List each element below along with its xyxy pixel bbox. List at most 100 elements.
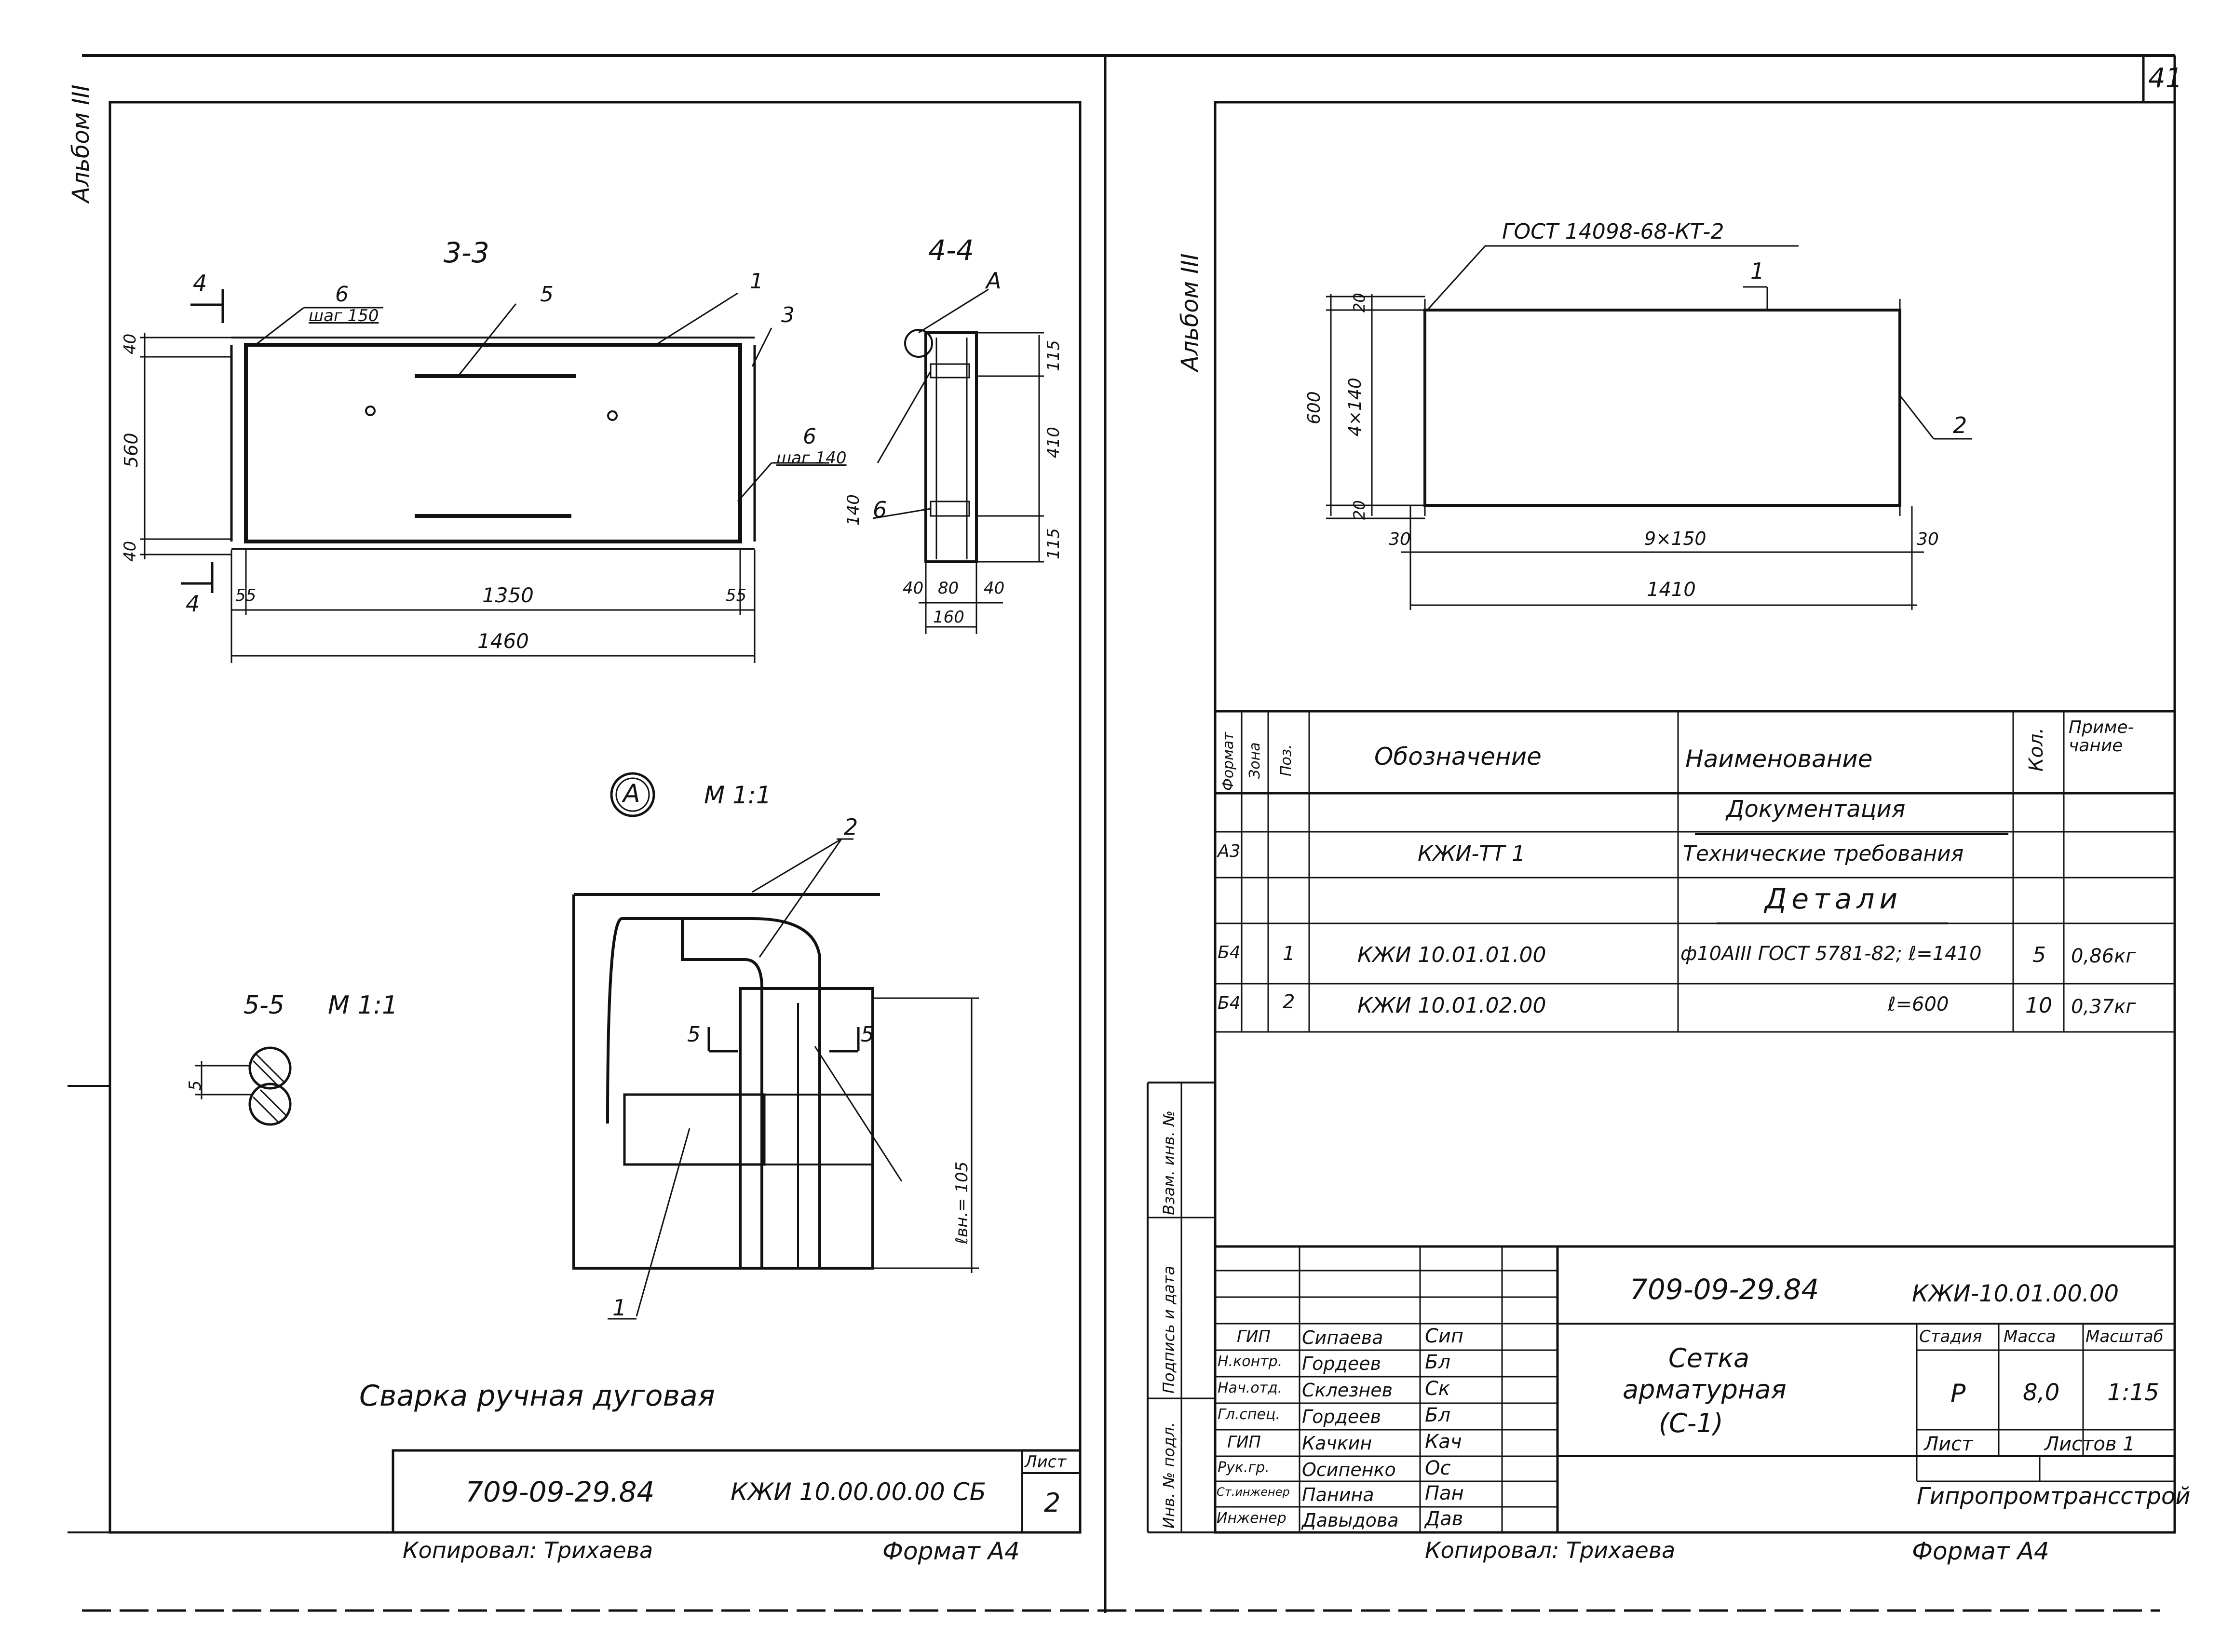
detail-a-pos-1: 1 [612, 1295, 627, 1321]
spec-row-tt-name: Технические требования [1683, 841, 1964, 866]
section-4-4-title: 4-4 [928, 234, 974, 267]
drawing-title-line-3: (С-1) [1659, 1408, 1723, 1438]
cut-mark-4-top: 4 [193, 270, 207, 296]
stage-header: Стадия [1919, 1327, 1982, 1346]
pos-1-label: 1 [750, 269, 763, 294]
spec-header-note: Приме-чание [2069, 718, 2134, 756]
person-sig-6: Пан [1425, 1482, 1464, 1504]
person-name-3: Гордеев [1302, 1406, 1381, 1427]
detail-a-cut-5-right: 5 [861, 1022, 874, 1047]
pos-6-label-b: 6 [803, 424, 816, 449]
dim-115-top: 115 [1044, 340, 1063, 371]
dim-410: 410 [1044, 427, 1063, 458]
dim-1460: 1460 [477, 629, 529, 653]
pitch-140-label: шаг 140 [776, 448, 847, 468]
grid-dim-30-right: 30 [1917, 529, 1939, 549]
left-sheet-label: Лист [1025, 1452, 1067, 1472]
spec-row-1-pos: 1 [1283, 943, 1295, 965]
side-label-signature-date: Подпись и дата [1160, 1265, 1178, 1394]
side-label-replaced-inv: Взам. инв. № [1160, 1110, 1178, 1215]
drawing-title-line-2: арматурная [1623, 1374, 1787, 1405]
grid-dim-4x140: 4×140 [1345, 378, 1365, 436]
right-stamp-doc: КЖИ-10.01.00.00 [1912, 1280, 2119, 1307]
pos-3-label: 3 [781, 303, 795, 327]
dim-40-bottom: 40 [121, 541, 140, 562]
spec-row-2-name: ℓ=600 [1888, 993, 1949, 1016]
pos-6-label-a: 6 [335, 282, 349, 307]
grid-dim-20-bottom: 20 [1350, 500, 1368, 520]
person-name-0: Сипаева [1302, 1327, 1383, 1348]
grid-dim-30-left: 30 [1389, 529, 1411, 549]
dim-40-b3: 40 [984, 579, 1005, 598]
mass-header: Масса [2004, 1327, 2056, 1346]
person-role-1: Н.контр. [1218, 1353, 1283, 1370]
right-copied-by: Копировал: Трихаева [1425, 1537, 1676, 1563]
spec-header-qty: Кол. [2025, 727, 2047, 772]
detail-a-cut-5-left: 5 [687, 1022, 701, 1047]
person-name-2: Склезнев [1302, 1380, 1393, 1401]
person-sig-4: Кач [1425, 1431, 1462, 1453]
dim-140: 140 [844, 494, 863, 526]
person-role-0: ГИП [1237, 1327, 1271, 1346]
person-role-5: Рук.гр. [1218, 1459, 1270, 1476]
detail-a-scale: М 1:1 [704, 781, 772, 809]
detail-a-radius: ℓвн.= 105 [952, 1161, 972, 1244]
page-number: 41 [2148, 63, 2183, 94]
dim-560: 560 [121, 433, 142, 468]
person-role-4: ГИП [1227, 1433, 1261, 1452]
drawing-title-line-1: Сетка [1668, 1343, 1750, 1373]
pitch-150-label: шаг 150 [309, 306, 379, 325]
person-name-5: Осипенко [1302, 1459, 1396, 1480]
section-5-5-scale: М 1:1 [328, 991, 398, 1020]
pos-5-label: 5 [540, 282, 554, 307]
spec-row-2-format: Б4 [1218, 993, 1241, 1013]
spec-row-1-des: КЖИ 10.01.01.00 [1357, 943, 1546, 967]
scale-header: Масштаб [2086, 1327, 2164, 1346]
person-sig-7: Дав [1425, 1508, 1463, 1530]
spec-row-details-name: Детали [1765, 882, 1903, 915]
organization-name: Гипропромтрансстрой [1917, 1483, 2191, 1510]
section-4-4-label-a: А [986, 268, 1002, 294]
sheets-header: Листов 1 [2045, 1433, 2135, 1455]
pos-6-4-4: 6 [873, 497, 887, 523]
person-name-4: Качкин [1302, 1433, 1372, 1454]
grid-dim-9x150: 9×150 [1644, 528, 1706, 549]
spec-header-zone: Зона [1246, 742, 1263, 779]
grid-dim-1410: 1410 [1647, 579, 1696, 601]
spec-row-tt-des: КЖИ-ТТ 1 [1418, 841, 1526, 866]
spec-header-name: Наименование [1685, 745, 1873, 773]
dim-55-right: 55 [726, 586, 747, 605]
album-label-right: Альбом III [1177, 253, 1204, 371]
person-role-2: Нач.отд. [1218, 1380, 1283, 1396]
grid-dim-20-top: 20 [1350, 293, 1368, 312]
dim-55-left: 55 [235, 586, 257, 605]
spec-header-pos: Поз. [1278, 744, 1295, 776]
person-role-6: Ст.инженер [1217, 1485, 1290, 1499]
person-sig-1: Бл [1425, 1351, 1451, 1373]
dim-40-top: 40 [121, 333, 140, 354]
detail-a-marker: А [623, 779, 640, 808]
spec-row-2-pos: 2 [1283, 991, 1295, 1013]
mass-value: 8,0 [2023, 1379, 2060, 1406]
spec-header-designation: Обозначение [1374, 743, 1542, 771]
section-5-5-title: 5-5 [244, 991, 284, 1020]
dim-40-b1: 40 [903, 579, 924, 598]
spec-row-2-qty: 10 [2025, 993, 2052, 1018]
scale-value: 1:15 [2107, 1379, 2159, 1406]
spec-row-1-name: ф10АIII ГОСТ 5781-82; ℓ=1410 [1680, 943, 1982, 965]
person-name-7: Давыдова [1302, 1510, 1399, 1531]
person-sig-2: Ск [1425, 1378, 1450, 1400]
left-sheet-number: 2 [1044, 1488, 1061, 1518]
gost-label: ГОСТ 14098-68-КТ-2 [1502, 219, 1724, 244]
person-name-1: Гордеев [1302, 1353, 1381, 1374]
person-sig-0: Сип [1425, 1325, 1464, 1347]
right-format: Формат А4 [1912, 1537, 2049, 1565]
spec-row-docs-name: Документация [1726, 796, 1906, 823]
spec-header-format: Формат [1220, 732, 1237, 791]
left-stamp-doc: КЖИ 10.00.00.00 СБ [731, 1478, 986, 1506]
spec-row-1-qty: 5 [2032, 943, 2046, 967]
spec-row-1-format: Б4 [1218, 943, 1241, 962]
spec-row-tt-format: А3 [1218, 841, 1241, 861]
detail-a-pos-2: 2 [844, 814, 858, 840]
